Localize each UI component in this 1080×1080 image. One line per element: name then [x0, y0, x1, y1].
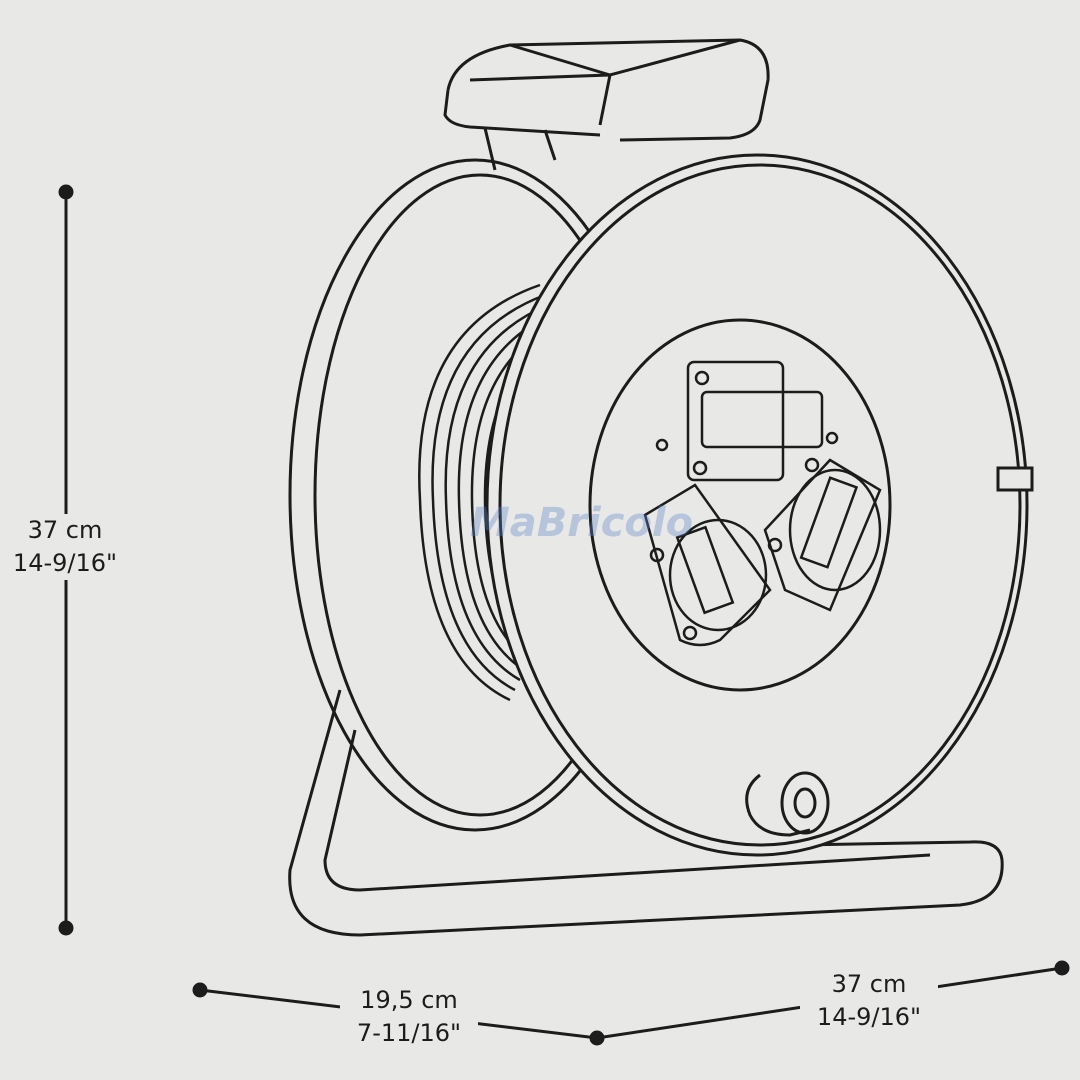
sockets: [643, 360, 882, 647]
width-dimension-label: 37 cm 14-9/16": [800, 968, 938, 1034]
front-disc: [485, 153, 1029, 857]
cable-outlet: [745, 771, 830, 837]
depth-metric: 19,5 cm: [360, 986, 458, 1014]
watermark: MaBricolo: [470, 500, 694, 546]
socket-plate: [588, 318, 892, 692]
handle: [443, 38, 770, 171]
width-metric: 37 cm: [831, 970, 907, 998]
stand: [288, 689, 1004, 937]
depth-imperial: 7-11/16": [356, 1019, 462, 1047]
width-imperial: 14-9/16": [816, 1003, 922, 1031]
height-metric: 37 cm: [27, 516, 103, 544]
height-imperial: 14-9/16": [12, 549, 118, 577]
height-dimension-label: 37 cm 14-9/16": [0, 514, 130, 580]
depth-dimension-label: 19,5 cm 7-11/16": [340, 984, 478, 1050]
